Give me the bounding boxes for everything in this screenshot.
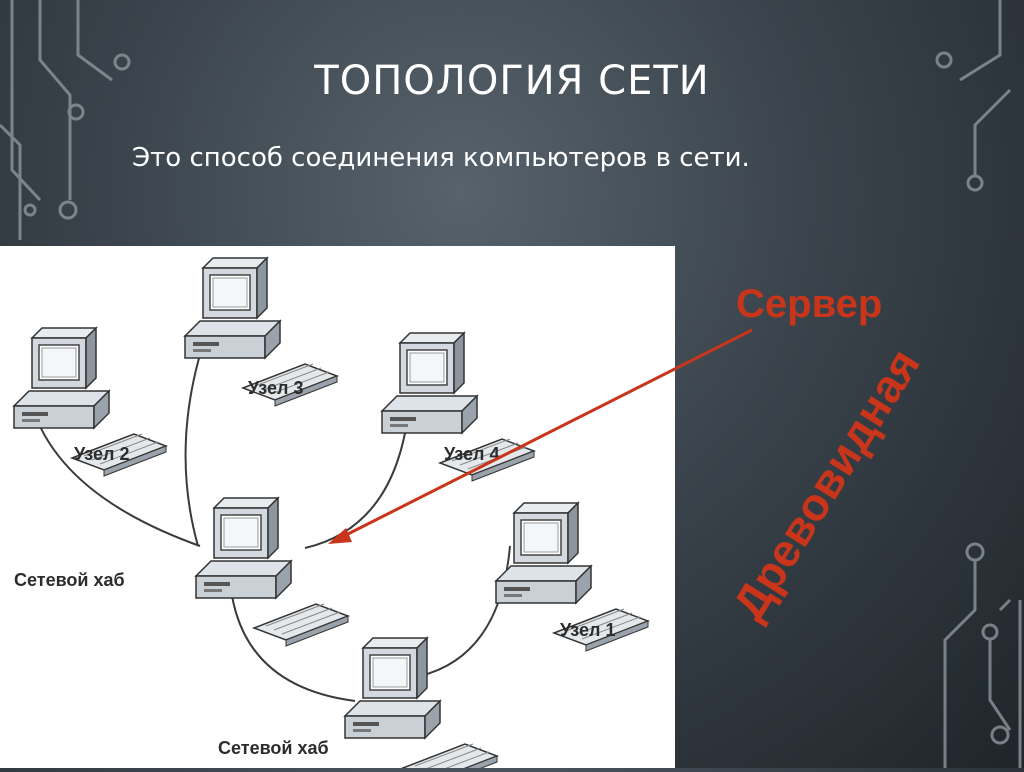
server-label: Сервер xyxy=(736,282,882,327)
